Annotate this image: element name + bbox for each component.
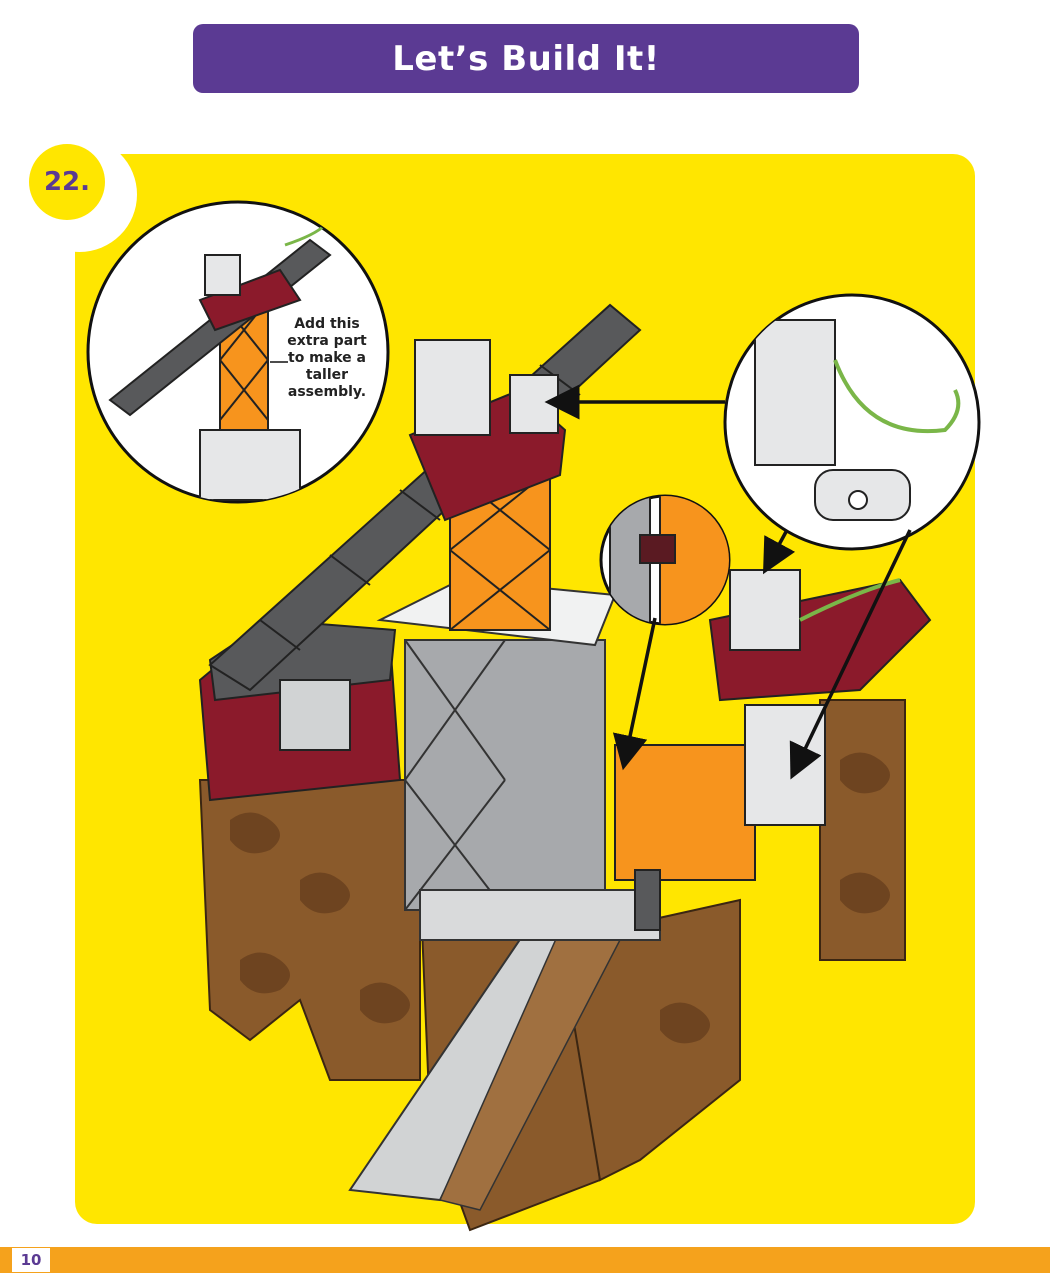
title-banner: Let’s Build It! [193,24,859,93]
step-number-badge: 22. [29,144,105,220]
assembly-arrows [544,384,912,780]
zoom-callout-tower [86,200,390,504]
page-number: 10 [12,1248,50,1272]
crane-jib [208,303,642,692]
zoom-callout-pin [599,494,731,626]
zoom-callout-motor [723,293,981,551]
right-machine [614,569,932,931]
callout-annotation: Add this extra part to make a taller ass… [287,316,367,400]
page-title: Let’s Build It! [392,38,660,79]
footer-bar [0,1247,1050,1273]
